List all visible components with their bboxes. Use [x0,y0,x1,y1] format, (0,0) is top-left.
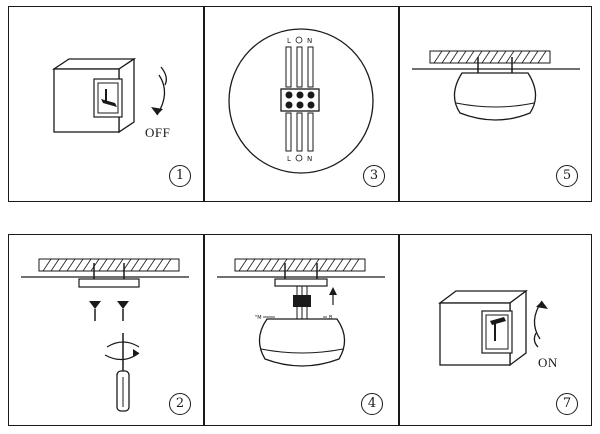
ceiling-plate-screws-screwdriver-icon [21,258,189,412]
on-caption: ON [538,355,558,370]
off-caption: OFF [145,125,171,140]
step-number-4: 4 [361,393,383,415]
svg-text:N: N [307,155,312,163]
wall-switch-off-icon [51,57,167,134]
svg-text:N: N [307,37,312,45]
step-number-7: 7 [556,393,578,415]
svg-text:B: B [329,315,333,321]
svg-text:"M: "M [255,315,262,321]
step-number-5: 5 [556,165,578,187]
step-number-3: 3 [363,165,385,187]
panel-step-3: L N L N 3 [204,6,399,202]
panel-step-7: ON 7 [399,234,592,426]
lamp-wiring-connection-icon: "M B [217,258,385,367]
panel-step-1: OFF 1 [8,6,204,202]
panel-step-2: 2 [8,234,204,426]
step-number-1: 1 [169,165,191,187]
svg-text:L: L [287,155,291,163]
panel-step-4: "M B 4 [204,234,399,426]
mounted-ceiling-lamp-icon [412,50,580,121]
svg-text:L: L [287,37,291,45]
terminal-block-wiring-icon: L N L N [228,28,374,174]
wall-switch-on-icon [438,289,548,367]
step-number-2: 2 [169,393,191,415]
panel-step-5: 5 [399,6,592,202]
